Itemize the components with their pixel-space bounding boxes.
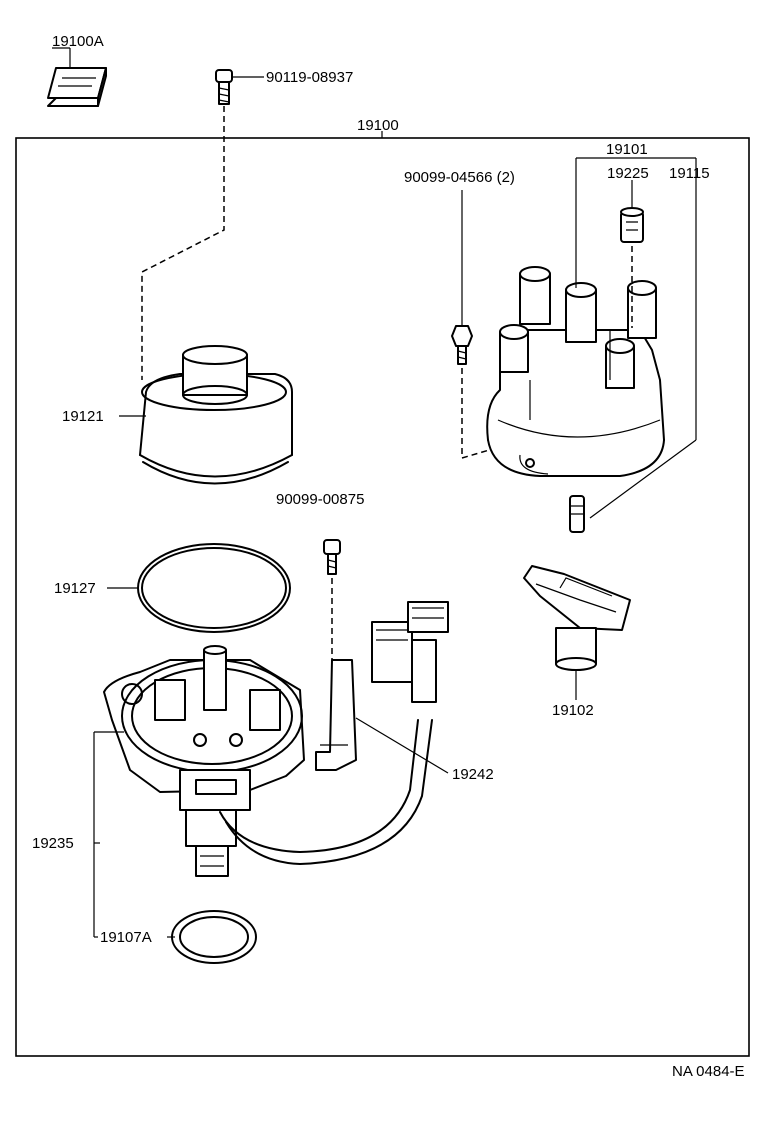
label-19121: 19121 — [62, 408, 104, 425]
label-19127: 19127 — [54, 580, 96, 597]
o-ring-19127 — [107, 543, 291, 633]
label-19107A: 19107A — [100, 929, 152, 946]
diagram-reference-code: NA 0484-E — [672, 1063, 745, 1080]
label-19225: 19225 — [607, 165, 649, 182]
label-sticker-19100A — [47, 47, 107, 107]
dust-cover-19121 — [119, 345, 293, 485]
screw-90099-04566 — [451, 190, 473, 365]
label-19242: 19242 — [452, 766, 494, 783]
label-19235: 19235 — [32, 835, 74, 852]
screw-90119-08937 — [215, 69, 264, 105]
carbon-button-19225 — [620, 207, 644, 243]
screw-dash-line — [141, 106, 225, 380]
label-19100A: 19100A — [52, 33, 104, 50]
rotor-19102 — [523, 565, 631, 700]
label-19115: 19115 — [669, 165, 710, 182]
label-90119-08937: 90119-08937 — [266, 69, 353, 86]
label-19100: 19100 — [357, 117, 399, 134]
screw-90099-00875 — [323, 539, 341, 575]
label-90099-04566: 90099-04566 (2) — [404, 169, 515, 186]
label-90099-00875: 90099-00875 — [276, 491, 364, 508]
assembly-frame — [15, 137, 750, 1057]
label-19101: 19101 — [606, 141, 648, 158]
label-19102: 19102 — [552, 702, 594, 719]
distributor-housing-19235 — [103, 645, 305, 877]
housing-bracket-leaders — [93, 731, 124, 938]
wire-harness-19242 — [219, 601, 449, 865]
spring-19115 — [569, 495, 585, 533]
cap-bracket-leaders — [575, 157, 697, 519]
distributor-cap-19101 — [486, 266, 665, 477]
gasket-19107A — [167, 910, 257, 964]
